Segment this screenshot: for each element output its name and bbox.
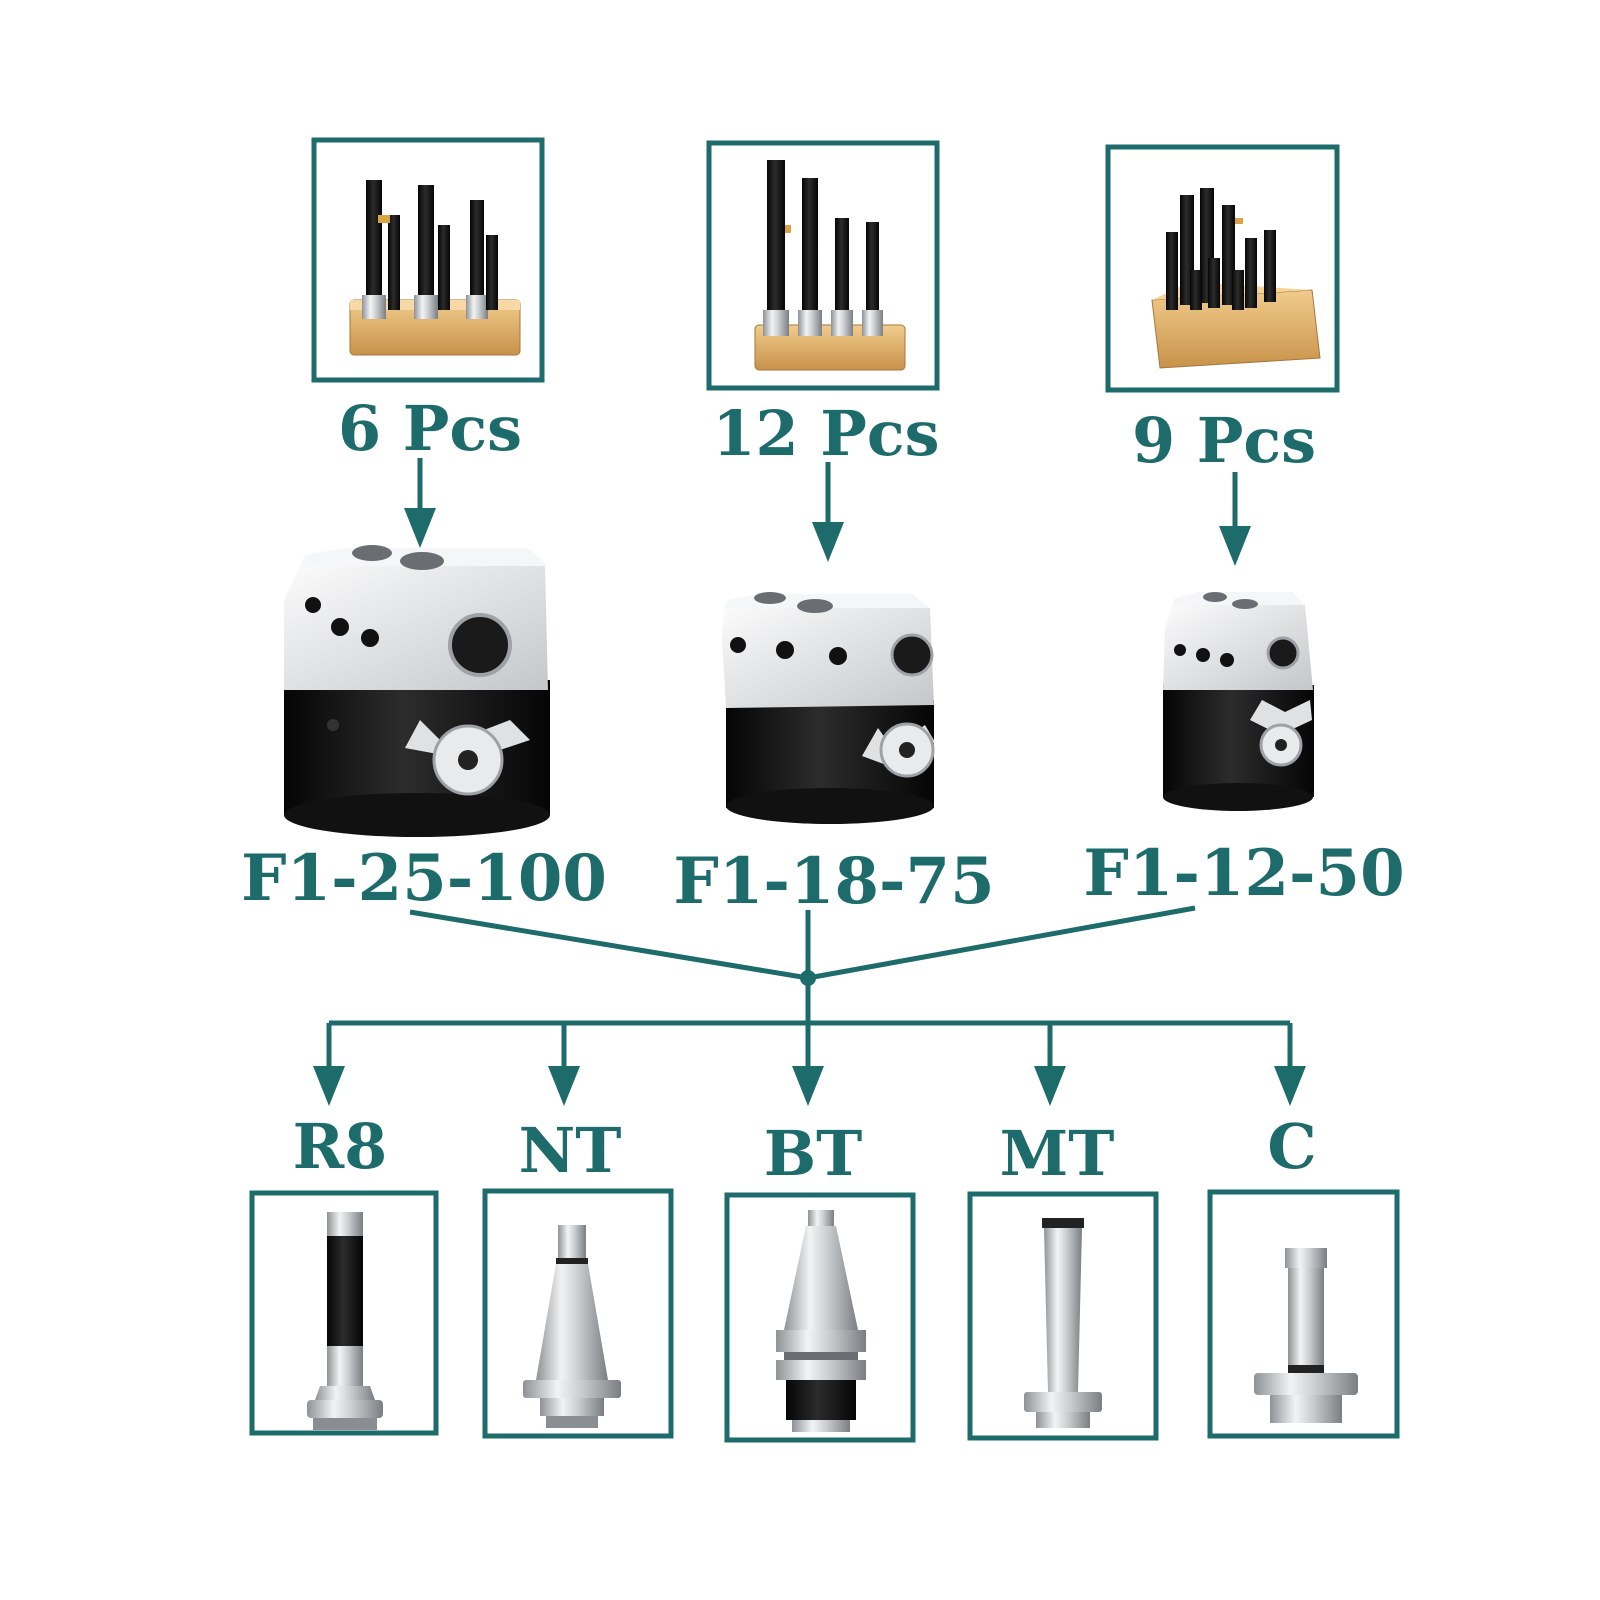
boring-head-medium-icon bbox=[722, 592, 935, 824]
shank-nt: NT bbox=[482, 1114, 674, 1439]
connector-lines bbox=[326, 905, 1293, 1070]
set-9-label: 9 Pcs bbox=[1132, 404, 1316, 477]
boring-bar-set-9-icon bbox=[1151, 188, 1321, 369]
junction-dot bbox=[800, 970, 816, 986]
head-small-model: F1-12-50 bbox=[1083, 836, 1404, 911]
arrows-sets-to-heads bbox=[404, 458, 1251, 566]
boring-head-large: F1-25-100 bbox=[241, 545, 607, 916]
set-12-label: 12 Pcs bbox=[712, 397, 939, 470]
shank-r8-label: R8 bbox=[293, 1110, 388, 1183]
boring-bar-set-12: 12 Pcs bbox=[706, 140, 940, 470]
bt-shank-icon bbox=[776, 1210, 866, 1432]
shank-r8: R8 bbox=[249, 1110, 439, 1436]
boring-head-large-icon bbox=[284, 545, 550, 837]
boring-bar-set-9: 9 Pcs bbox=[1105, 144, 1340, 477]
boring-head-small: F1-12-50 bbox=[1083, 592, 1405, 911]
r8-shank-icon bbox=[307, 1212, 383, 1430]
shank-c: C bbox=[1207, 1110, 1400, 1439]
nt-shank-icon bbox=[523, 1225, 621, 1428]
shank-mt: MT bbox=[967, 1117, 1159, 1441]
shank-bt: BT bbox=[724, 1117, 916, 1443]
boring-bar-set-12-icon bbox=[754, 160, 906, 371]
head-medium-model: F1-18-75 bbox=[673, 844, 994, 919]
arrows-to-shanks bbox=[313, 1066, 1306, 1106]
shank-nt-label: NT bbox=[519, 1114, 622, 1187]
set-6-label: 6 Pcs bbox=[338, 392, 522, 465]
boring-head-medium: F1-18-75 bbox=[673, 592, 995, 919]
shank-bt-label: BT bbox=[764, 1117, 863, 1190]
shank-c-label: C bbox=[1267, 1110, 1316, 1183]
boring-bar-set-6-icon bbox=[349, 180, 521, 356]
head-large-model: F1-25-100 bbox=[241, 841, 607, 916]
shank-mt-label: MT bbox=[1000, 1117, 1115, 1190]
boring-head-small-icon bbox=[1163, 592, 1314, 811]
mt-shank-icon bbox=[1024, 1218, 1102, 1428]
boring-bar-set-6: 6 Pcs bbox=[311, 137, 545, 465]
straight-c-shank-icon bbox=[1254, 1248, 1358, 1423]
